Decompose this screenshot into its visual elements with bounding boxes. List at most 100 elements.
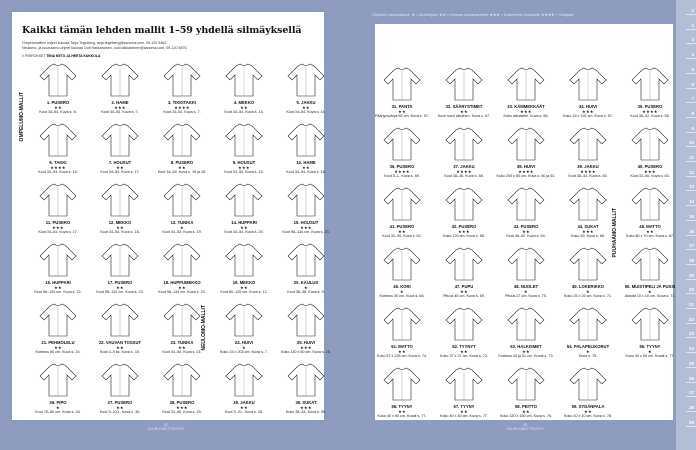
pattern-name: 44. SUKAT [577, 224, 599, 229]
pattern-item[interactable]: 16. HUPPARI★★Koot 98–134 cm. Kuva s. 22. [27, 242, 89, 302]
pattern-illustration-icon [101, 363, 139, 397]
pattern-item[interactable]: 34. HUIVI★★★Koko 15 x 192 cm. Kuva s. 57… [557, 66, 619, 126]
pattern-name: 51. MATTO [391, 344, 413, 349]
pattern-item[interactable]: 57. TYYNY★★Koko 40 x 40 cm. Kuva s. 77. [433, 366, 495, 426]
pattern-grid-left: 1. PUSERO★★Koot 34–54. Kuva s. 8.2. HAME… [27, 62, 337, 422]
pattern-item[interactable]: 41. PUSERO★★Koot 32–50. Kuva s. 62. [371, 186, 433, 246]
pattern-item[interactable]: 27. PUSERO★★Koot S–XXL. Kuva s. 30. [89, 362, 151, 422]
pattern-illustration-icon [101, 183, 139, 217]
pattern-item[interactable]: 47. PUPU★★Pituus 45 cm. Kuva s. 69. [433, 246, 495, 306]
pattern-illustration-icon [39, 183, 77, 217]
difficulty-stars: ★★★★ [456, 169, 472, 174]
pattern-item[interactable]: 3. TIKKITAKKI★★★★Koot 34–54. Kuva s. 7. [151, 62, 213, 122]
pattern-details: Koot 36–42. Kuva s. 58. [630, 114, 670, 118]
pattern-item[interactable]: 6. TAKKI★★★★Koot 34–54. Kuva s. 16. [27, 122, 89, 182]
pattern-name: 4. MEKKO [233, 100, 255, 105]
pattern-item[interactable]: 38. HUIVI★★★★Koko 200 x 80 cm. Kuva s. 6… [495, 126, 557, 186]
pattern-item[interactable]: 59. SYDÄNPALA★★Koko 10 x 10 cm. Kuva s. … [557, 366, 619, 426]
pattern-illustration-icon [383, 367, 421, 401]
pattern-details: Korkeus 42 ja 51 cm. Kuvat s. 73. [498, 354, 554, 358]
pattern-name: 19. MEKKO [232, 280, 256, 285]
pattern-item[interactable]: 30. SUKAT★★★Koko 38–44. Kuva s. 55. [275, 362, 337, 422]
pattern-item[interactable]: 51. MATTO★★Koko 57 x 225 cm. Kuva s. 74. [371, 306, 433, 366]
pattern-details: Koko 38–44. Kuva s. 55. [285, 410, 327, 414]
pattern-item[interactable]: 55. TYYNY★Koko 40 x 60 cm. Kuvat s. 77. [619, 306, 681, 366]
pattern-item[interactable]: 45. MATTO★★Koko 80 x 70 cm. Kuva s. 67. [619, 186, 681, 246]
pattern-item[interactable]: 50. MUISTIPELI JA PUSSI★Alustat 10 x 10 … [619, 246, 681, 306]
difficulty-stars: ★★ [460, 109, 468, 114]
pattern-item[interactable]: 29. JAKKU★★Koot S–XL. Kuva s. 28. [213, 362, 275, 422]
pattern-item[interactable]: 12. MEKKO★★Koot 34–54. Kuva s. 18. [89, 182, 151, 242]
pattern-name: 45. MATTO [639, 224, 661, 229]
pattern-illustration-icon [631, 307, 669, 341]
pattern-item[interactable]: 9. HOUSUT★★★Koot 34–54. Kuva s. 15. [213, 122, 275, 182]
ruler-number: 6 [691, 81, 694, 87]
pattern-item[interactable]: 23. TUNIKA★★Koot 34–54. Kuva s. 21. [151, 302, 213, 362]
pattern-illustration-icon [163, 243, 201, 277]
pattern-item[interactable]: 24. HUIVI★Koko 15 x 203 cm. Kuva s. 7. [213, 302, 275, 362]
pattern-item[interactable]: 31. PANTA★★Päänympärys 52 cm. Kuva s. 57… [371, 66, 433, 126]
pattern-name: 29. JAKKU [233, 400, 255, 405]
difficulty-stars: ★★ [54, 345, 62, 350]
pattern-item[interactable]: 11. PUSERO★★★Koot 34–54. Kuva s. 17. [27, 182, 89, 242]
pattern-illustration-icon [287, 123, 325, 157]
ruler-number: 26 [688, 375, 694, 381]
pattern-illustration-icon [445, 367, 483, 401]
pattern-item[interactable]: 22. VAUVAN TOSSUT★★Koot 4–9 kk. Kuva s. … [89, 302, 151, 362]
difficulty-stars: ★★★ [52, 225, 64, 230]
pattern-illustration-icon [507, 247, 545, 281]
pattern-name: 36. PUSERO [389, 164, 415, 169]
pattern-item[interactable]: 13. TUNIKA★Koot 34–54. Kuva s. 19. [151, 182, 213, 242]
ruler-number: 20 [688, 287, 694, 293]
pattern-item[interactable]: 39. JAKKU★★★★Koot 38–44. Kuva s. 60. [557, 126, 619, 186]
pattern-illustration-icon [163, 183, 201, 217]
pattern-item[interactable]: 56. TYYNY★★Koko 40 x 60 cm. Kuvat s. 77. [371, 366, 433, 426]
pattern-item[interactable]: 37. JAKKU★★★★Koot 38–46. Kuva s. 58. [433, 126, 495, 186]
difficulty-stars: ★★ [302, 165, 310, 170]
ruler-tick [686, 205, 696, 207]
pattern-item[interactable]: 7. HOUSUT★★Koot 34–54. Kuva s. 17. [89, 122, 151, 182]
pattern-item[interactable]: 18. HUPPUMEKKO★★Koot 98–134 cm. Kuva s. … [151, 242, 213, 302]
pattern-name: 18. HUPPUMEKKO [163, 280, 201, 285]
pattern-item[interactable]: 4. MEKKO★★Koot 34–54. Kuva s. 14. [213, 62, 275, 122]
pattern-item[interactable]: 52. TYYNYT★★Koko 37 x 37 cm. Kuva s. 72. [433, 306, 495, 366]
pattern-item[interactable]: 26. PIPO★Koot 70–80 cm. Kuva s. 26. [27, 362, 89, 422]
pattern-name: 50. MUISTIPELI JA PUSSI [624, 284, 676, 289]
pattern-item[interactable]: 49. LOKERIKKO★Koko 25 x 25 cm. Kuva s. 7… [557, 246, 619, 306]
pattern-item[interactable]: 43. PUSERO★★Koot 46–52. Kuva s. 64. [495, 186, 557, 246]
pattern-item[interactable]: 25. HUIVI★★★Koko 140 x 60 cm. Kuva s. 25… [275, 302, 337, 362]
pattern-details: Päänympärys 52 cm. Kuva s. 57. [374, 114, 430, 118]
pattern-details: Koko 10 x 10 cm. Kuva s. 78. [564, 414, 612, 418]
ruler-number: 22 [688, 316, 694, 322]
pattern-item[interactable]: 28. PUSERO★★★Koot 32–50. Kuva s. 29. [151, 362, 213, 422]
pattern-item[interactable]: 21. PEHMOLELU★★Korkeus 60 cm. Kuva s. 24… [27, 302, 89, 362]
ruler-number: 4 [691, 52, 694, 58]
ruler-tick [686, 352, 696, 354]
pattern-item[interactable]: 19. MEKKO★★Koot 80–120 cm. Kuva s. 12. [213, 242, 275, 302]
pattern-item[interactable]: 40. PUSERO★★★Koot 32–50. Kuva s. 63. [619, 126, 681, 186]
pattern-item[interactable]: 35. PUSERO★★★★Koot 36–42. Kuva s. 58. [619, 66, 681, 126]
pattern-item[interactable]: 36. PUSERO★★★★Koot S–L. Kuva s. 59. [371, 126, 433, 186]
pattern-item[interactable]: 1. PUSERO★★Koot 34–54. Kuva s. 8. [27, 62, 89, 122]
pattern-item[interactable]: 53. HALKISMET★★Korkeus 42 ja 51 cm. Kuva… [495, 306, 557, 366]
pattern-item[interactable]: 2. HAME★★★Koot 34–54. Kuva s. 7. [89, 62, 151, 122]
difficulty-stars: ★★ [116, 225, 124, 230]
pattern-item[interactable]: 58. PEITTO★★Koko 120 x 150 cm. Kuva s. 7… [495, 366, 557, 426]
pattern-item[interactable]: 17. PUSERO★★Koot 98–134 cm. Kuva s. 23. [89, 242, 151, 302]
pattern-item[interactable]: 20. KAULUS★Koot 36–38. Kuva s. 9. [275, 242, 337, 302]
pattern-item[interactable]: 44. SUKAT★★★Koko 39. Kuva s. 66. [557, 186, 619, 246]
pattern-item[interactable]: 15. HOUSUT★★★Koot 98–134 cm. Kuva s. 23. [275, 182, 337, 242]
pattern-item[interactable]: 5. JAKKU★★Koot 34–54. Kuva s. 14. [275, 62, 337, 122]
pattern-item[interactable]: 33. KÄMMEKKÄÄT★★★Koko aikuiselle. Kuva s… [495, 66, 557, 126]
pattern-item[interactable]: 42. PUSERO★★★Koko 120 cm. Kuva s. 65. [433, 186, 495, 246]
pattern-item[interactable]: 48. NUOLET★Pituus 27 cm. Kuva s. 70. [495, 246, 557, 306]
pattern-details: Koot 38–44. Kuva s. 60. [568, 174, 608, 178]
pattern-item[interactable]: 10. HAME★★Koot 34–54. Kuva s. 16. [275, 122, 337, 182]
pattern-item[interactable]: 32. SÄÄRYSTIMET★★Koot nuori aikuinen. Ku… [433, 66, 495, 126]
pattern-details: Korkeus 30 cm. Kuva s. 68. [379, 294, 425, 298]
pattern-item[interactable]: 14. HUPPARI★★Koot 34–54. Kuva s. 20. [213, 182, 275, 242]
pattern-item[interactable]: 46. KORI★Korkeus 30 cm. Kuva s. 68. [371, 246, 433, 306]
pattern-details: Koot 98–134 cm. Kuva s. 23. [282, 230, 330, 234]
pattern-item[interactable]: 54. PALAPELIKORUT★Kuva s. 75. [557, 306, 619, 366]
pattern-item[interactable]: 8. PUSERO★★Koot 34–54. Kuva s. 15 ja 16. [151, 122, 213, 182]
